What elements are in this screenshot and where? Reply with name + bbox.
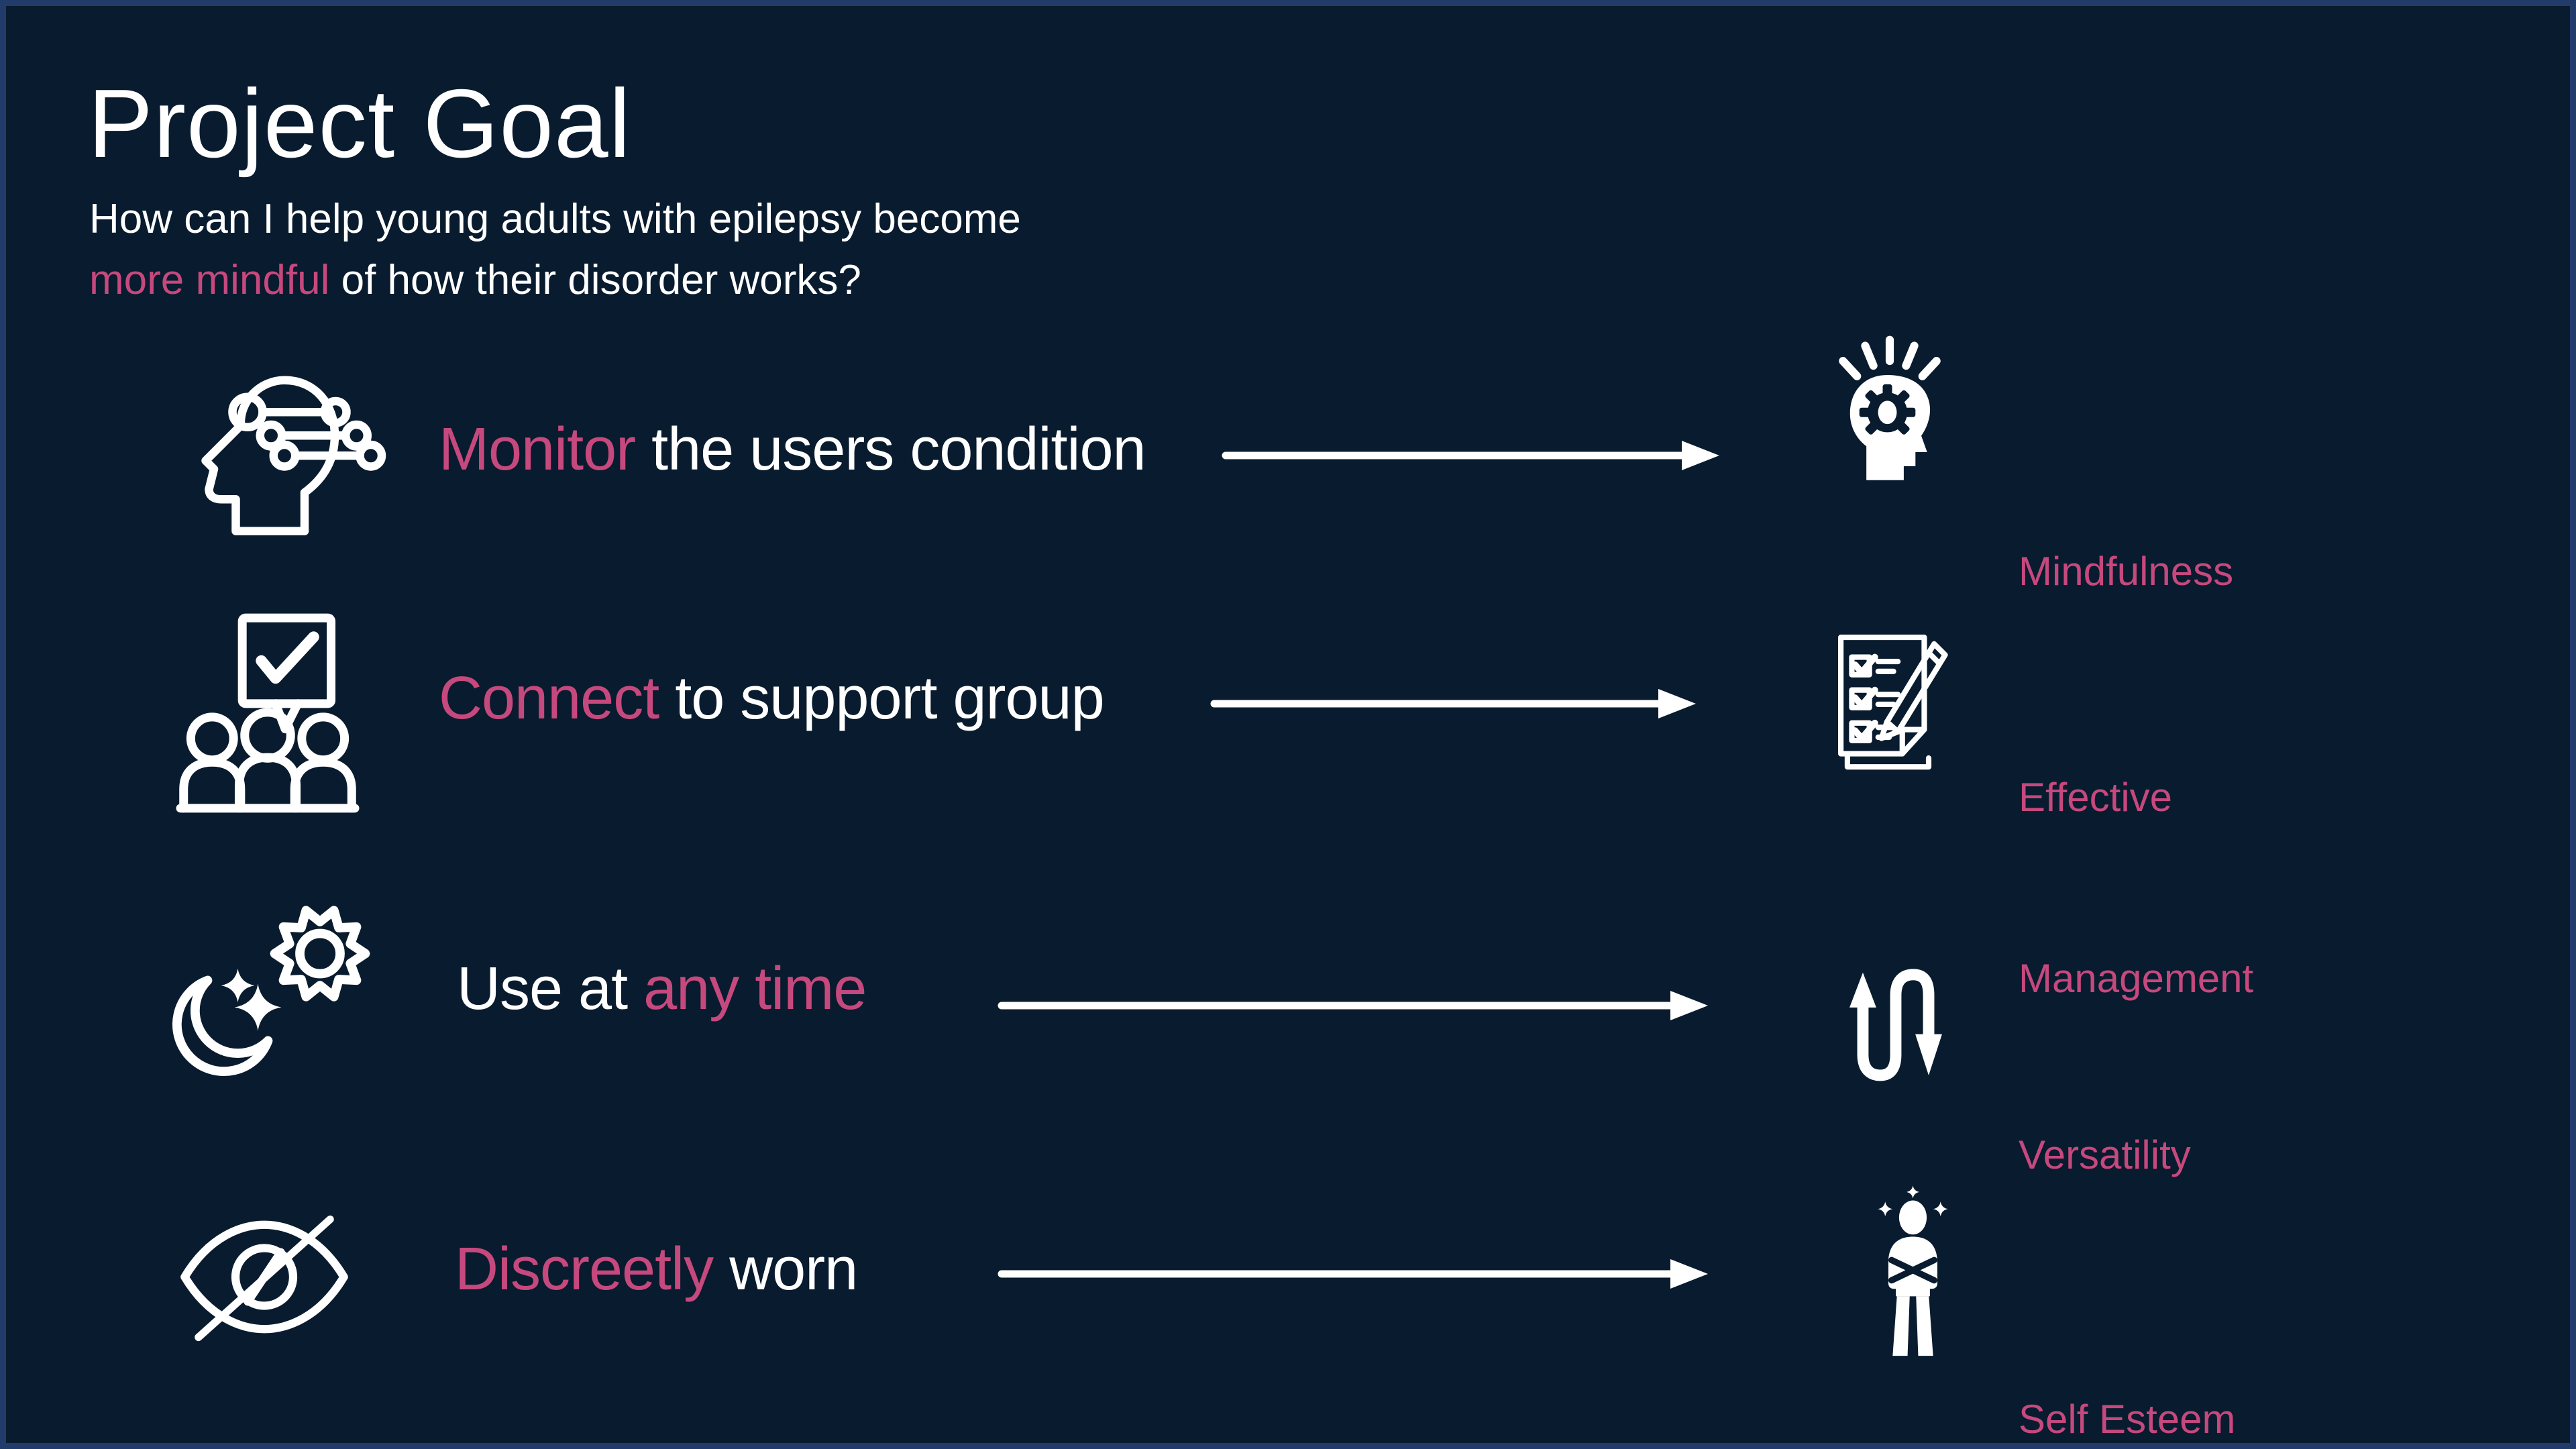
head-circuit-icon [184, 368, 405, 548]
subtitle-line1: How can I help young adults with epileps… [89, 196, 1021, 242]
day-night-icon [172, 898, 387, 1106]
arrow-connector [998, 984, 1712, 1027]
arrow-connector [998, 1252, 1712, 1295]
swap-arrows-icon [1832, 960, 1960, 1098]
subtitle-highlight: more mindful [89, 257, 330, 303]
arrow-connector [1222, 434, 1723, 477]
result-label-self-esteem: Self Esteem [2019, 1269, 2236, 1443]
arrow-connector [1210, 682, 1700, 725]
result-label-versatility: Versatility [2019, 1004, 2191, 1306]
row-text-rest: the users condition [635, 416, 1146, 483]
row-text-monitor: Monitor the users condition [439, 415, 1146, 484]
row-text-discreet: Discreetly worn [455, 1235, 858, 1304]
result-label-effective-management: Effective Management [2019, 647, 2253, 1130]
label-line: Effective [2019, 775, 2173, 820]
subtitle: How can I help young adults with epileps… [89, 189, 1021, 311]
row-text-highlight: Connect [439, 665, 659, 732]
confident-person-icon [1858, 1185, 1968, 1362]
checklist-pencil-icon [1825, 629, 1960, 773]
eye-off-icon [174, 1205, 355, 1348]
row-text-rest: Use at [457, 955, 644, 1022]
row-text-highlight: any time [643, 955, 867, 1022]
row-text-highlight: Discreetly [455, 1236, 714, 1303]
row-text-connect: Connect to support group [439, 664, 1105, 733]
mindful-head-gear-icon [1817, 333, 1962, 490]
row-text-rest: worn [713, 1236, 858, 1303]
row-text-anytime: Use at any time [457, 955, 867, 1024]
support-group-icon [167, 608, 368, 818]
row-text-rest: to support group [659, 665, 1104, 732]
label-line: Management [2019, 956, 2254, 1001]
label-line: Mindfulness [2019, 549, 2234, 594]
label-line: Self Esteem [2019, 1397, 2236, 1442]
row-text-highlight: Monitor [439, 416, 636, 483]
page-title: Project Goal [88, 69, 631, 178]
subtitle-line2-rest: of how their disorder works? [329, 257, 861, 303]
label-line: Versatility [2019, 1132, 2191, 1177]
result-label-mindfulness: Mindfulness [2019, 421, 2233, 722]
